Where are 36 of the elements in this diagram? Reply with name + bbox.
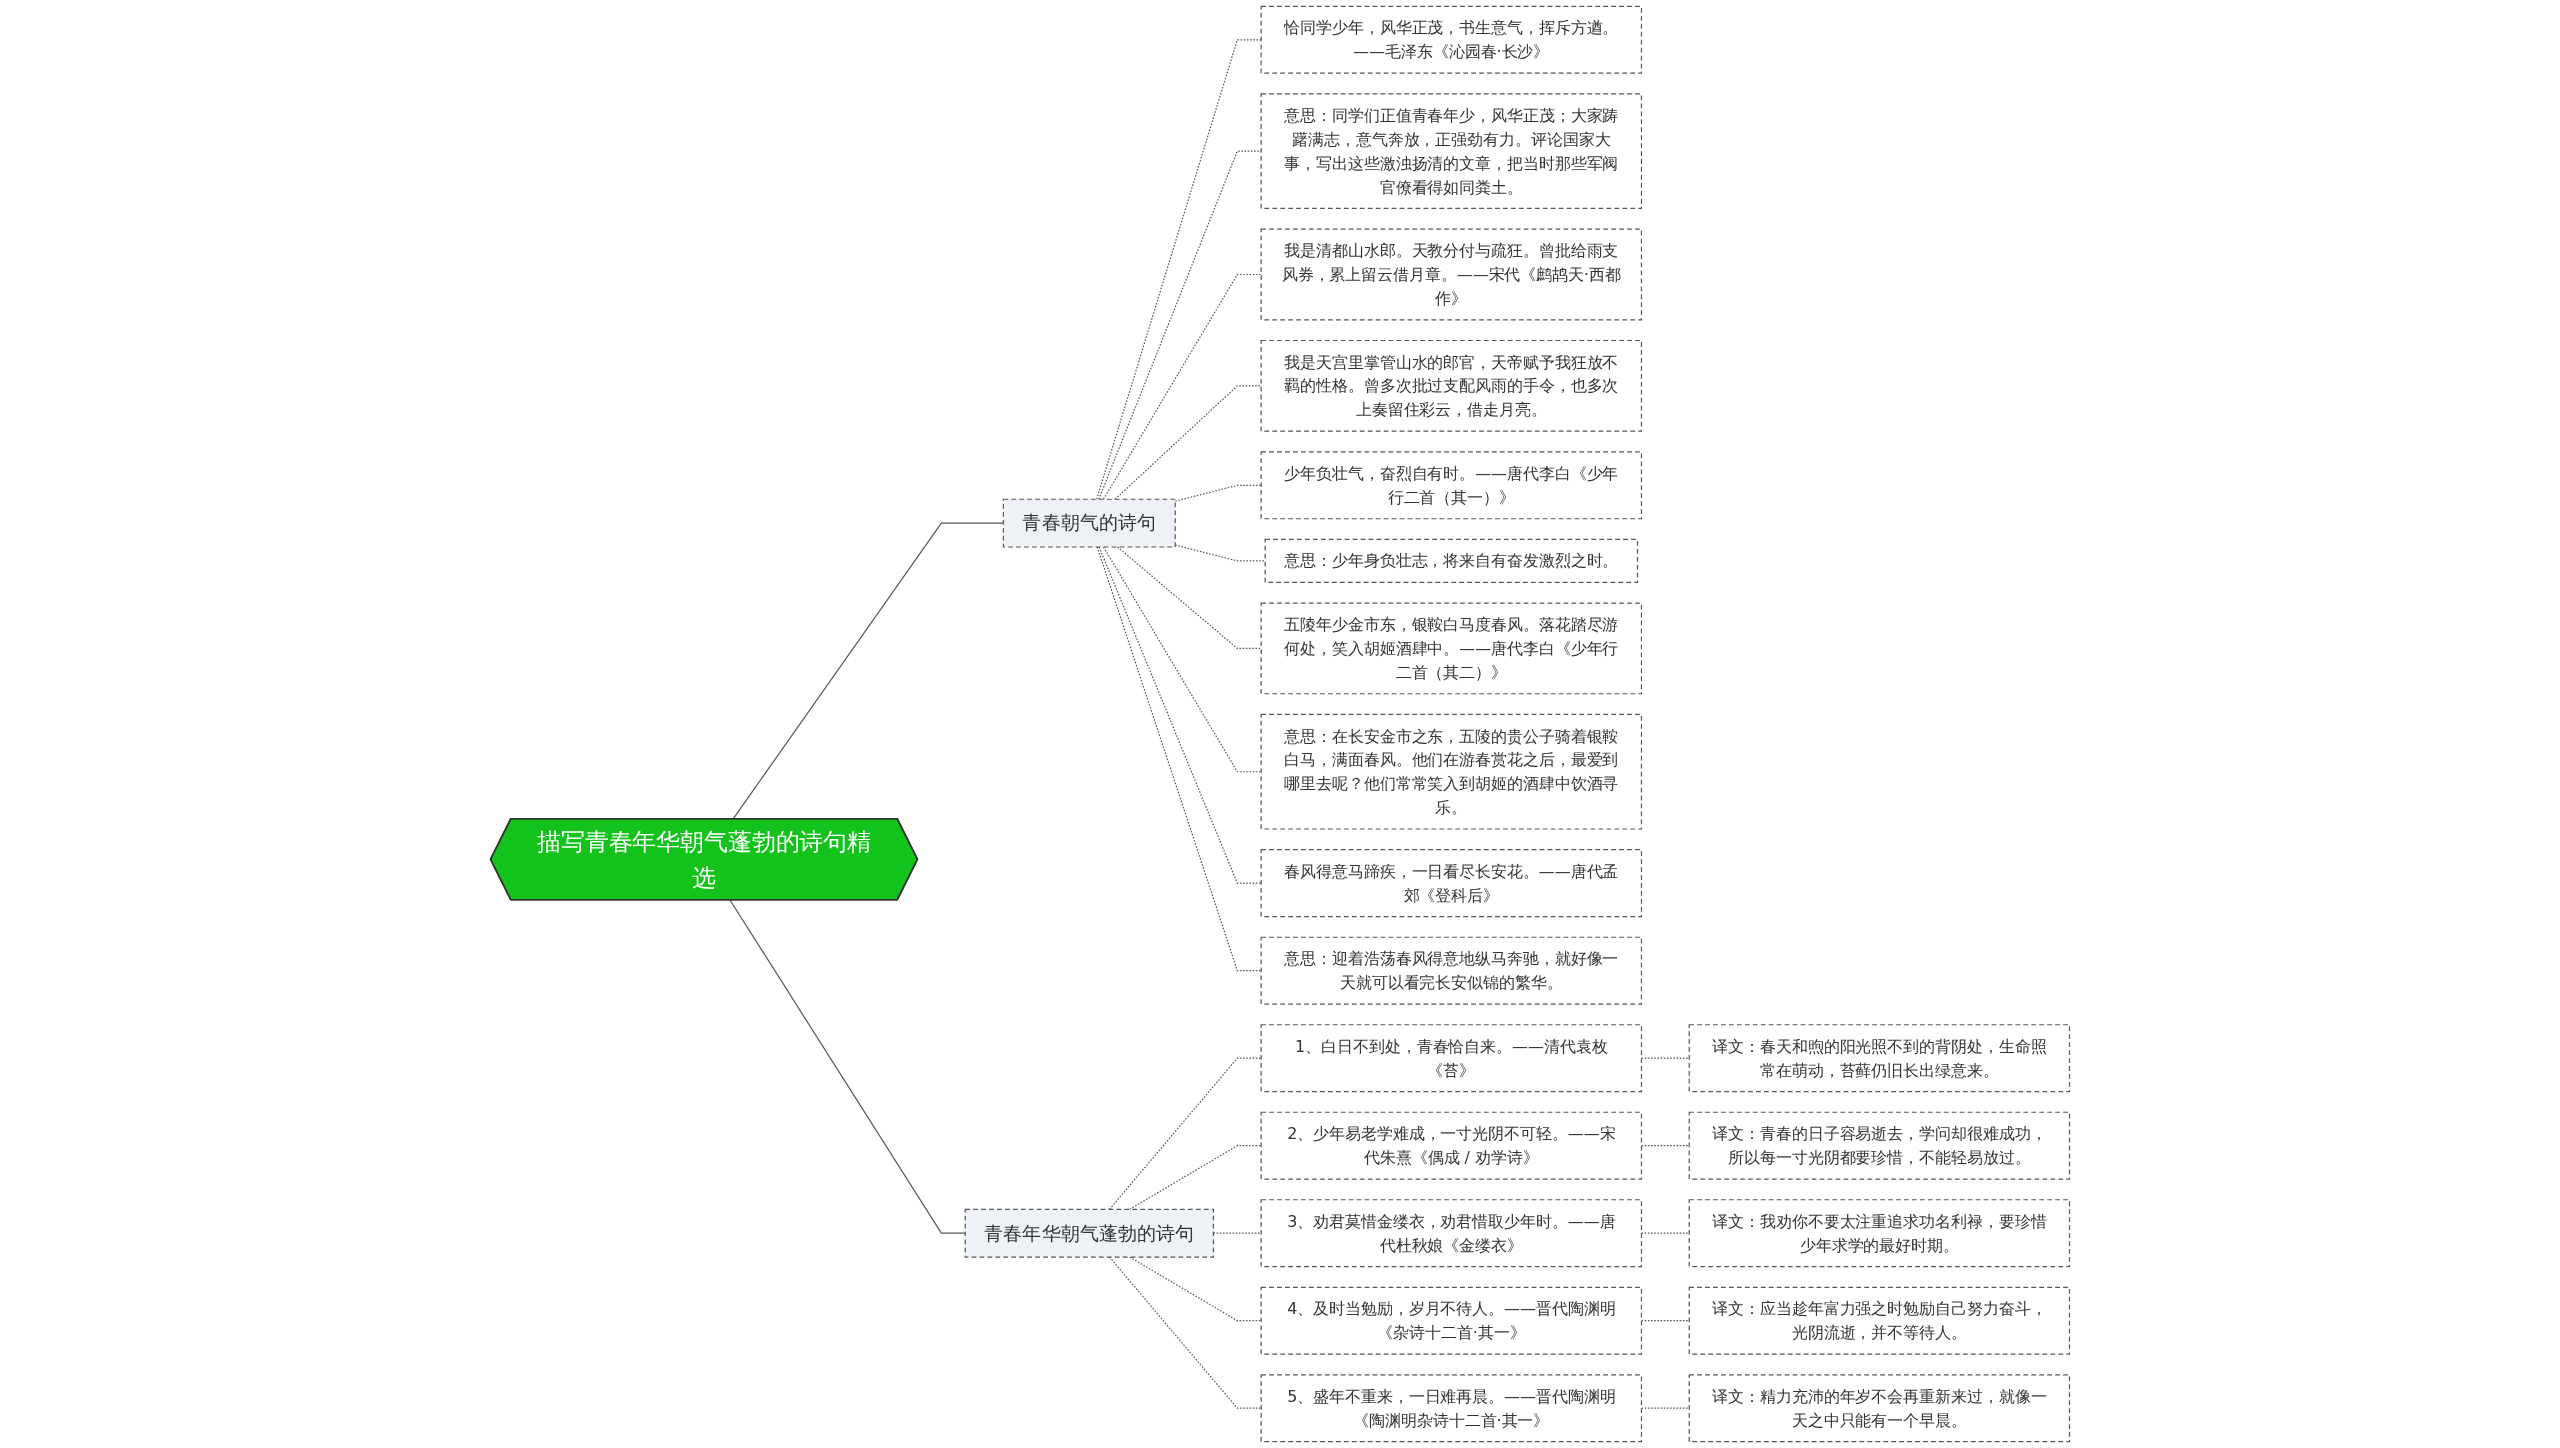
connector <box>1098 150 1262 500</box>
node-box: 译文：应当趁年富力强之时勉励自己努力奋斗，光阴流逝，并不等待人。 <box>1688 1286 2071 1355</box>
connector <box>732 522 1004 820</box>
node-box: 五陵年少金市东，银鞍白马度春风。落花踏尽游何处，笑入胡姬酒肆中。——唐代李白《少年行二首（其二）》 <box>1260 602 1643 695</box>
connector <box>1096 39 1262 500</box>
connector <box>1096 546 1262 972</box>
node-box: 我是天宫里掌管山水的郎官，天帝赋予我狂放不羁的性格。曾多次批过支配风雨的手令，也多次上奏留住彩云，借走月亮。 <box>1260 339 1643 432</box>
node-box: 青春朝气的诗句 <box>1002 498 1176 548</box>
node-box: 译文：我劝你不要太注重追求功名利禄，要珍惜少年求学的最好时期。 <box>1688 1199 2071 1268</box>
connector <box>1108 1057 1262 1210</box>
connector <box>729 899 966 1234</box>
node-box: 恰同学少年，风华正茂，书生意气，挥斥方遒。——毛泽东《沁园春·长沙》 <box>1260 5 1643 74</box>
node-box: 译文：青春的日子容易逝去，学问却很难成功，所以每一寸光阴都要珍惜，不能轻易放过。 <box>1688 1111 2071 1180</box>
node-box: 3、劝君莫惜金缕衣，劝君惜取少年时。——唐代杜秋娘《金缕衣》 <box>1260 1199 1643 1268</box>
node-box: 意思：在长安金市之东，五陵的贵公子骑着银鞍白马，满面春风。他们在游春赏花之后，最爱到哪里去呢？他们常常笑入到胡姬的酒肆中饮酒寻乐。 <box>1260 713 1643 830</box>
node-box: 意思：迎着浩荡春风得意地纵马奔驰，就好像一天就可以看完长安似锦的繁华。 <box>1260 936 1643 1005</box>
node-box: 我是清都山水郎。天教分付与疏狂。曾批给雨支风券，累上留云借月章。——宋代《鹧鸪天·西都作》 <box>1260 228 1643 321</box>
connector <box>1129 1256 1262 1322</box>
connector <box>1108 1256 1262 1409</box>
node-box: 1、白日不到处，青春恰自来。——清代袁枚《苔》 <box>1260 1024 1643 1093</box>
connector <box>1114 385 1262 500</box>
node-box: 2、少年易老学难成，一寸光阴不可轻。——宋代朱熹《偶成 / 劝学诗》 <box>1260 1111 1643 1180</box>
connector <box>1098 546 1262 884</box>
node-box: 青春年华朝气蓬勃的诗句 <box>964 1208 1215 1258</box>
node-box: 意思：同学们正值青春年少，风华正茂；大家踌躇满志，意气奔放，正强劲有力。评论国家大事，写出这些激浊扬清的文章，把当时那些军阀官僚看得如同粪土。 <box>1260 93 1643 210</box>
node-box: 4、及时当勉励，岁月不待人。——晋代陶渊明《杂诗十二首·其一》 <box>1260 1286 1643 1355</box>
connector <box>1116 546 1262 649</box>
node-box: 少年负壮气，奋烈自有时。——唐代李白《少年行二首（其一）》 <box>1260 451 1643 520</box>
node-box: 意思：少年身负壮志，将来自有奋发激烈之时。 <box>1264 538 1639 583</box>
connector <box>1129 1145 1262 1210</box>
node-box: 5、盛年不重来，一日难再晨。——晋代陶渊明《陶渊明杂诗十二首·其一》 <box>1260 1374 1643 1443</box>
node-box: 译文：春天和煦的阳光照不到的背阴处，生命照常在萌动，苔藓仍旧长出绿意来。 <box>1688 1024 2071 1093</box>
connector <box>1102 546 1262 773</box>
node-box: 译文：精力充沛的年岁不会再重新来过，就像一天之中只能有一个早晨。 <box>1688 1374 2071 1443</box>
connector <box>1102 273 1262 500</box>
node-box: 春风得意马蹄疾，一日看尽长安花。——唐代孟郊《登科后》 <box>1260 849 1643 918</box>
